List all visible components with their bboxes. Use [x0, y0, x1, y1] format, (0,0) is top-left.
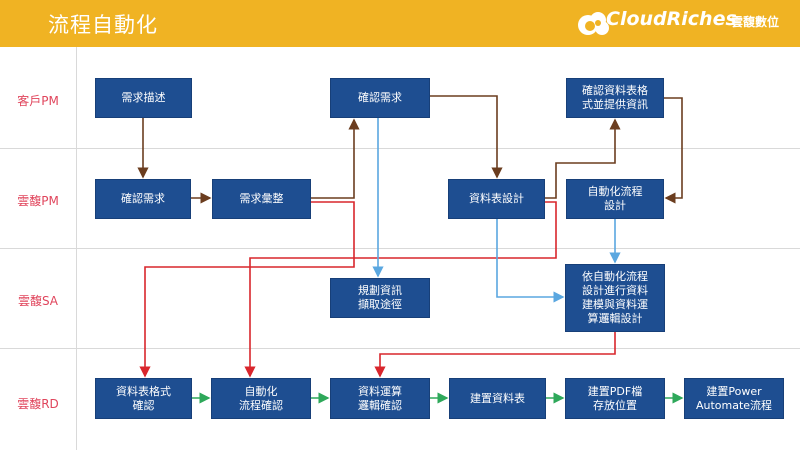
arrow-summary-to-client	[311, 118, 360, 199]
brand-name-chinese: 雲馥數位	[731, 15, 780, 29]
page-title: 流程自動化	[48, 13, 158, 37]
arrow-red-to-rd-table	[139, 201, 355, 378]
header-bar	[0, 0, 800, 47]
node-rd-build-table: 建置資料表	[449, 378, 546, 419]
arrow-red-to-rd-logic	[374, 332, 616, 378]
lane-divider	[0, 348, 800, 349]
node-auto-flow-design: 自動化流程 設計	[566, 179, 664, 219]
node-confirm-table-format: 確認資料表格 式並提供資訊	[566, 78, 664, 118]
arrow-client-to-table	[430, 95, 503, 179]
cloud-logo-icon	[578, 12, 609, 35]
node-confirm-req-pm: 確認需求	[95, 179, 191, 219]
lane-label-rd: 雲馥RD	[17, 397, 59, 411]
arrow-blue-table-to-model	[496, 219, 565, 303]
arrow-confirm-table-to-flow	[664, 97, 683, 204]
node-rd-logic-confirm: 資料運算 邏輯確認	[330, 378, 430, 419]
lane-label-client-pm: 客戶PM	[17, 94, 59, 108]
arrow-table-to-confirm-table	[545, 118, 621, 199]
arrow-red-to-rd-flow	[244, 201, 557, 378]
lane-label-pm: 雲馥PM	[17, 194, 59, 208]
lane-label-sa: 雲馥SA	[17, 294, 59, 308]
lane-divider	[0, 248, 800, 249]
node-rd-table-confirm: 資料表格式 確認	[95, 378, 192, 419]
node-table-design: 資料表設計	[448, 179, 545, 219]
node-req-desc: 需求描述	[95, 78, 192, 118]
node-confirm-req-client: 確認需求	[330, 78, 430, 118]
node-rd-flow-confirm: 自動化 流程確認	[211, 378, 311, 419]
node-req-summary: 需求彙整	[212, 179, 311, 219]
node-rd-power-automate: 建置Power Automate流程	[684, 378, 784, 419]
node-rd-pdf-location: 建置PDF檔 存放位置	[565, 378, 665, 419]
brand-name: CloudRiches	[606, 8, 737, 30]
node-plan-source: 規劃資訊 擷取途徑	[330, 278, 430, 318]
lane-divider	[0, 148, 800, 149]
node-modeling: 依自動化流程 設計進行資料 建模與資料運 算邏輯設計	[565, 264, 665, 332]
